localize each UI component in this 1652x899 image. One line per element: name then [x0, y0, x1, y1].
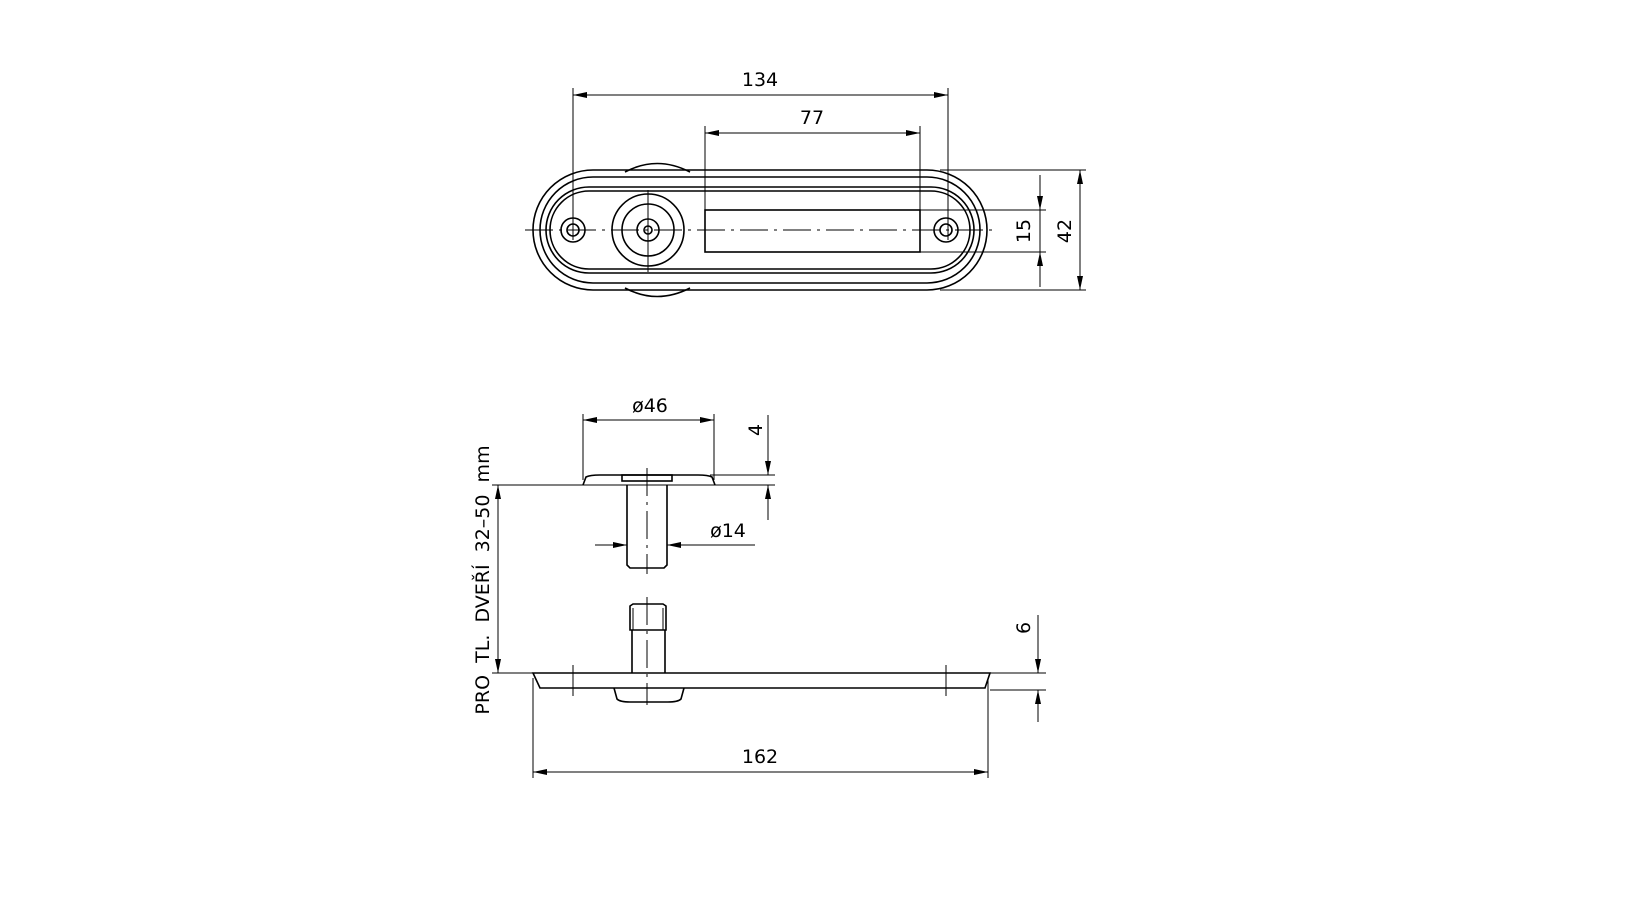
dim-slot-width: 15: [1013, 219, 1035, 243]
top-view: 134 77 15 42: [525, 69, 1086, 298]
base-plate: [531, 672, 992, 689]
knob-bulge-bottom: [624, 287, 691, 298]
dim-overall-length: 134: [742, 69, 778, 91]
knob-bulge-top: [624, 162, 691, 173]
bottom-cap: [613, 687, 685, 703]
dim-rosette-diameter: ø46: [632, 395, 668, 417]
side-view: ø46 4 ø14 6 162 PRO TL. DVEŘÍ 32–50 mm: [471, 395, 1046, 778]
dim-stem-diameter: ø14: [710, 520, 746, 542]
slot-rectangle: [704, 209, 921, 253]
threaded-stem: [629, 603, 667, 673]
dim-overall-width: 42: [1054, 219, 1076, 243]
dim-plate-length: 162: [742, 746, 778, 768]
rosette: [582, 474, 716, 486]
dim-plate-height: 6: [1013, 622, 1035, 634]
dim-rosette-height: 4: [745, 424, 767, 436]
door-thickness-note: PRO TL. DVEŘÍ 32–50 mm: [471, 445, 494, 714]
dim-slot-length: 77: [800, 107, 824, 129]
